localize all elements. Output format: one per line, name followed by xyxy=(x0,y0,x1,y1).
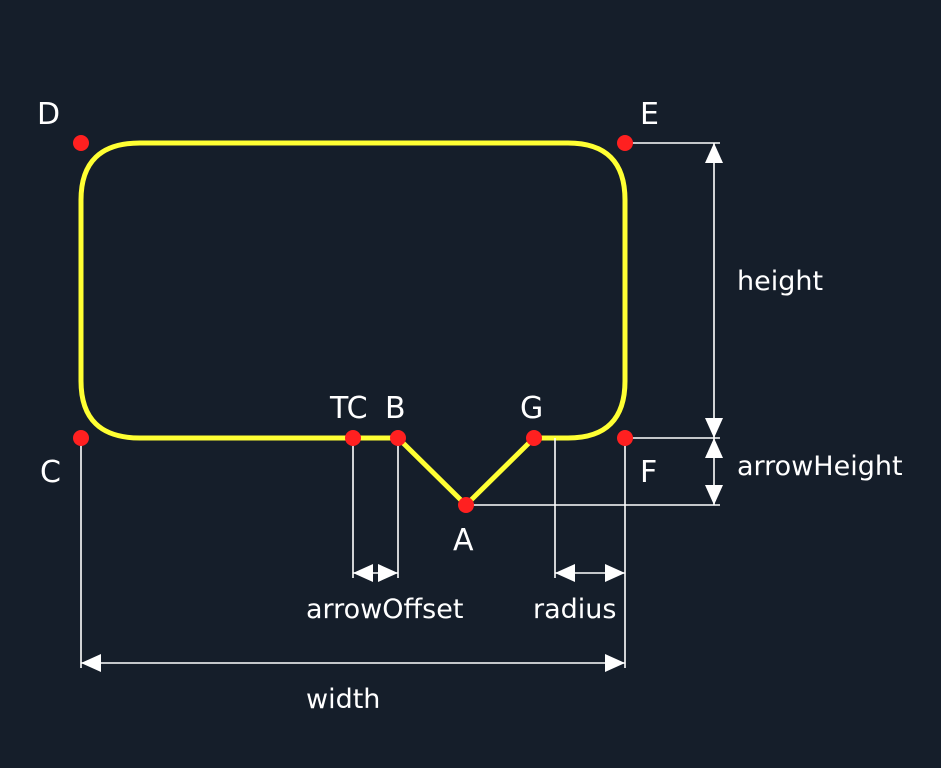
radius-arrow-left xyxy=(555,564,575,582)
point-d-marker xyxy=(73,135,89,151)
point-g-label: G xyxy=(520,391,543,426)
point-e-marker xyxy=(617,135,633,151)
point-c-label: C xyxy=(40,455,61,490)
point-a-marker xyxy=(458,497,474,513)
height-arrow-bottom xyxy=(705,418,723,438)
arrow-height-arrow-bottom xyxy=(705,485,723,505)
point-f-label: F xyxy=(640,455,657,490)
point-c-marker xyxy=(73,430,89,446)
point-f-marker xyxy=(617,430,633,446)
point-a-label: A xyxy=(453,523,474,558)
arrow-height-arrow-top xyxy=(705,438,723,458)
point-g-marker xyxy=(526,430,542,446)
width-label: width xyxy=(306,684,380,715)
height-arrow-top xyxy=(705,143,723,163)
arrow-offset-arrow-left xyxy=(353,564,373,582)
point-b-marker xyxy=(390,430,406,446)
point-tc-label: TC xyxy=(329,391,368,426)
radius-arrow-right xyxy=(605,564,625,582)
point-e-label: E xyxy=(640,97,659,132)
point-d-label: D xyxy=(37,97,60,132)
width-arrow-left xyxy=(81,654,101,672)
point-tc-marker xyxy=(345,430,361,446)
arrow-offset-label: arrowOffset xyxy=(306,594,463,625)
point-b-label: B xyxy=(385,391,406,426)
width-arrow-right xyxy=(605,654,625,672)
arrow-height-label: arrowHeight xyxy=(737,451,903,482)
radius-label: radius xyxy=(533,594,616,625)
arrow-offset-arrow-right xyxy=(378,564,398,582)
bubble-outline xyxy=(78,140,628,508)
height-label: height xyxy=(737,266,823,297)
